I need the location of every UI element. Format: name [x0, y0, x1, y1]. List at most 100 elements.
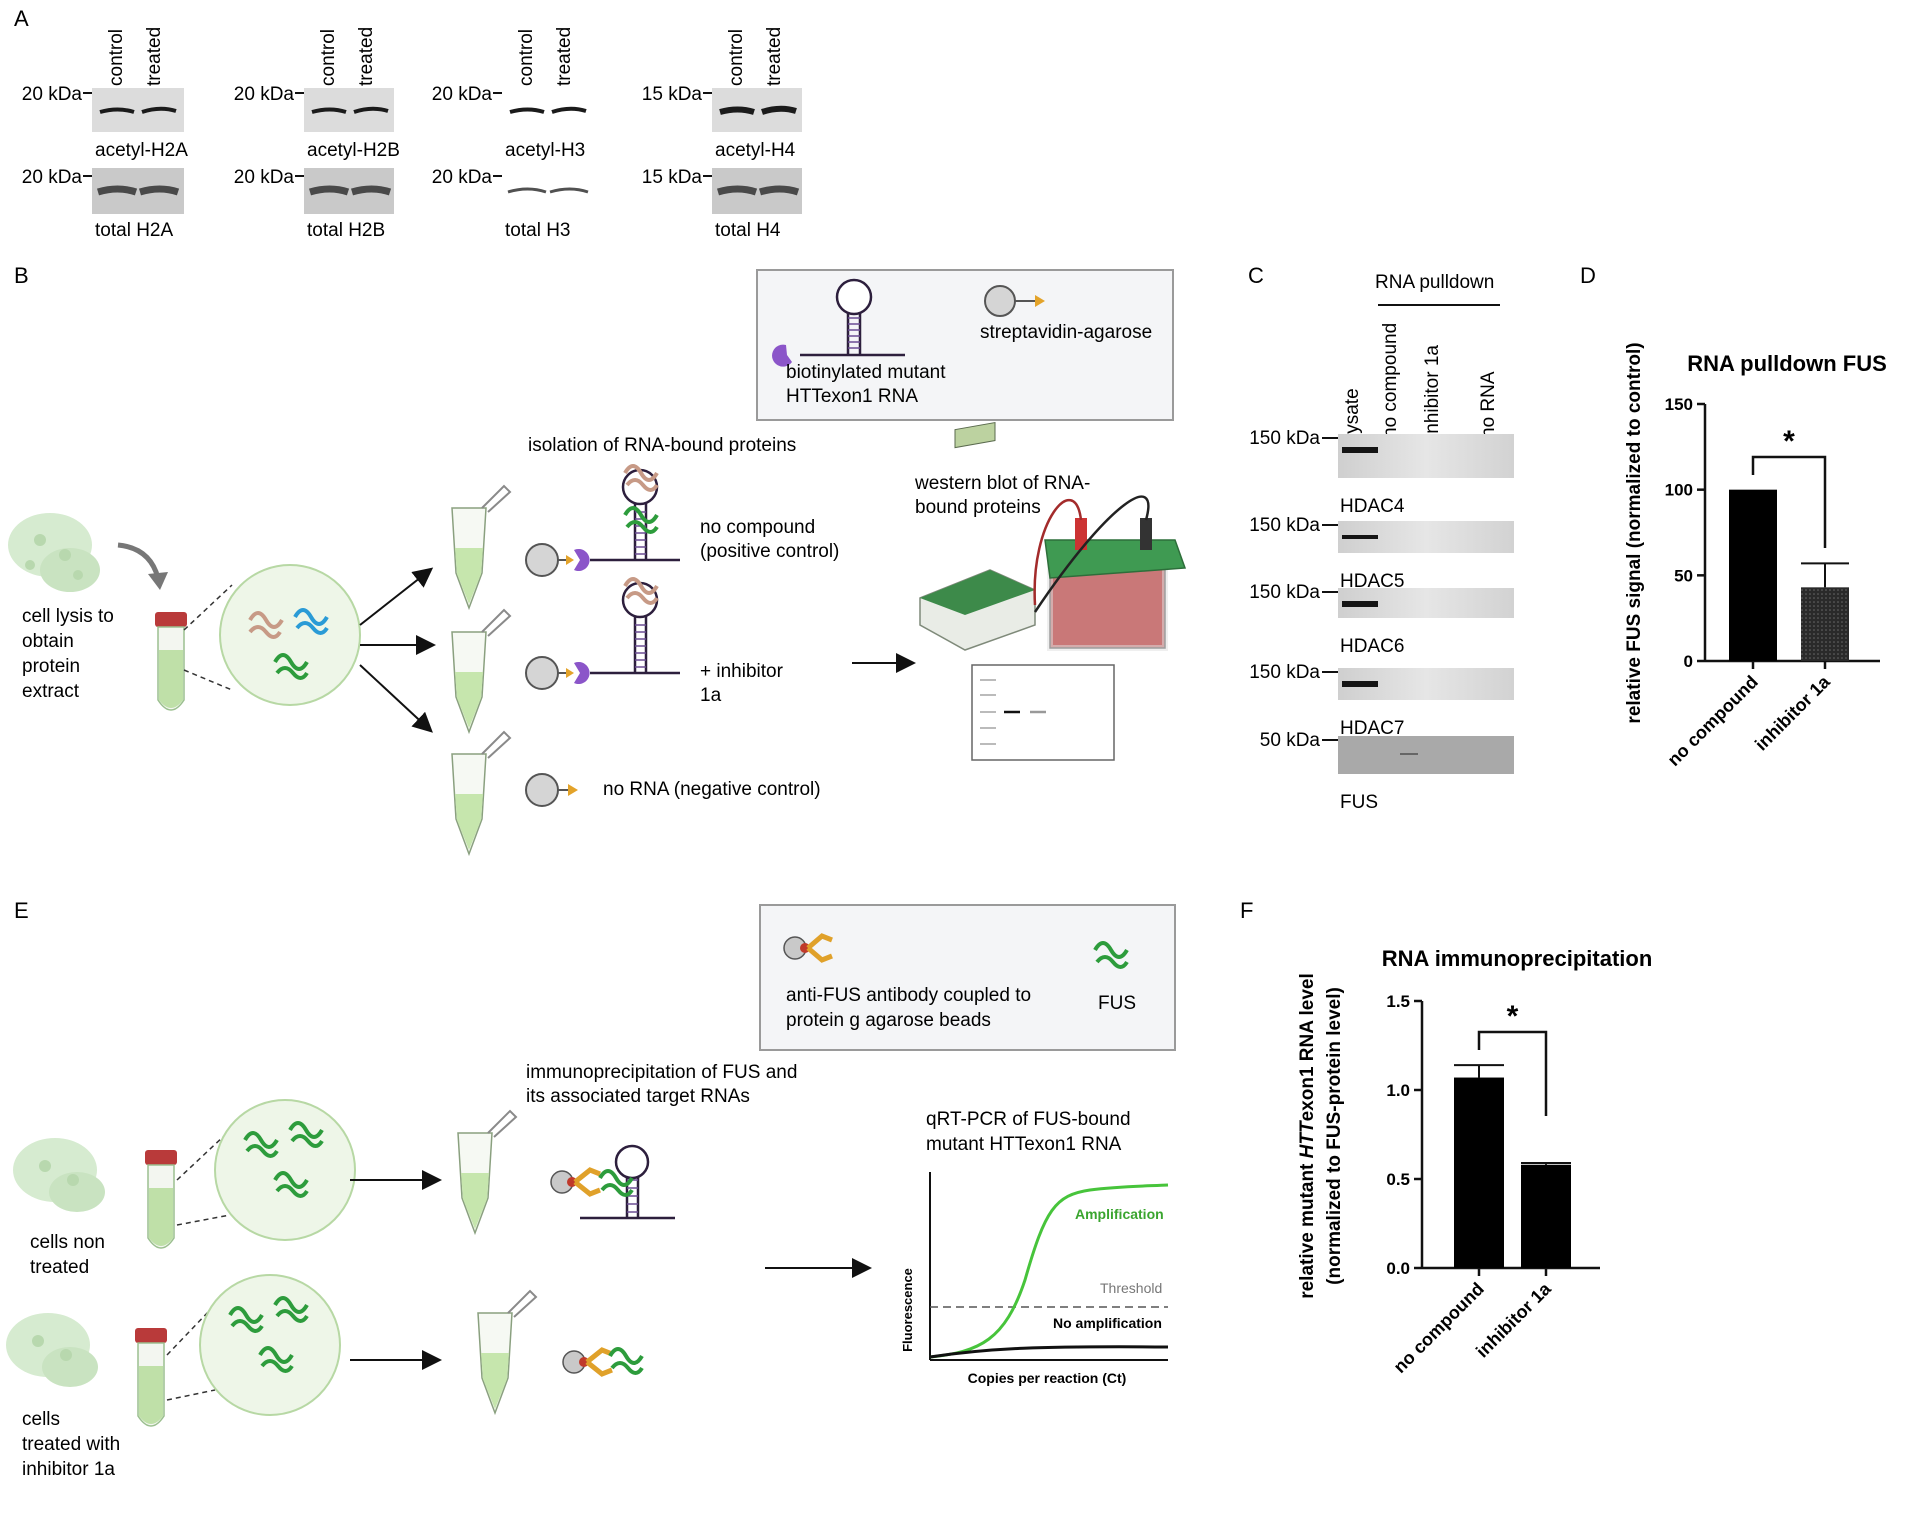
lane-1: no compound — [1380, 323, 1401, 438]
blot-a2-mw-top: 20 kDa — [234, 84, 295, 105]
blot-a3-bottom-bands — [507, 187, 589, 194]
cells1-text-1: cells non — [30, 1232, 105, 1253]
cell-cluster-e-1 — [13, 1138, 105, 1212]
ylabel-part-2: exon1 RNA level — [1297, 973, 1318, 1121]
blot-a4-mw-top: 15 kDa — [642, 84, 703, 105]
blot-a3-mw-top: 20 kDa — [432, 84, 493, 105]
lysis-text-4: extract — [22, 681, 80, 702]
chart-f-ylabel: relative mutant HTTexon1 RNA level — [1297, 973, 1318, 1299]
falcon-tube-icon — [155, 612, 187, 711]
blot-c2-mw: 150 kDa — [1249, 515, 1320, 536]
bar-0 — [1454, 1077, 1504, 1268]
blot-a2-top-bands — [311, 106, 389, 114]
blot-a4-label-top: acetyl-H4 — [715, 140, 796, 161]
cells2-text-1: cells — [22, 1409, 60, 1430]
lysis-text-2: obtain — [22, 631, 74, 652]
panel-e-cell-schematics — [6, 1099, 675, 1427]
x-tick-label-0: no compound — [1664, 672, 1762, 770]
blot-c1-mw: 150 kDa — [1249, 428, 1320, 449]
cond2-text-1: + inhibitor — [700, 661, 784, 682]
blot-c1-membrane — [1338, 434, 1514, 478]
no-amplification-curve — [929, 1345, 1169, 1359]
panel-letter-c: C — [1248, 263, 1264, 288]
bar-0 — [1729, 489, 1777, 661]
significance-bracket — [1477, 1030, 1548, 1116]
y-tick-label: 150 — [1665, 395, 1693, 414]
fus-zoom-circle-2 — [166, 1274, 341, 1416]
branch-arrow-3 — [359, 664, 433, 733]
blot-a3-top-bands — [509, 106, 587, 114]
lysate-zoom-circle — [219, 564, 361, 706]
panel-letter-e: E — [14, 898, 29, 923]
blot-a4-top-bands — [719, 105, 797, 115]
lysate-protein-icons — [248, 608, 329, 680]
ylabel-part-italic: HTT — [1297, 1120, 1318, 1158]
tube-e-2 — [477, 1289, 538, 1416]
bar-1 — [1801, 587, 1849, 661]
blot-a4-mw-bottom: 15 kDa — [642, 167, 703, 188]
ip-title-2: its associated target RNAs — [526, 1086, 750, 1107]
blot-a2-lane-treated: treated — [356, 27, 377, 86]
falcon-tube-e-2 — [135, 1328, 167, 1427]
chart-f-ylabel-2: (normalized to FUS-protein level) — [1324, 987, 1345, 1285]
blot-c5-name: FUS — [1340, 792, 1378, 813]
blot-ladder — [980, 679, 996, 745]
qpcr-threshold-label: Threshold — [1100, 1280, 1162, 1296]
panel-letter-b: B — [14, 263, 29, 288]
y-tick-label: 0.0 — [1386, 1259, 1410, 1278]
chart-title: RNA immunoprecipitation — [1382, 946, 1653, 971]
blot-a3-lane-treated: treated — [554, 27, 575, 86]
ip-complex-1 — [550, 1144, 675, 1220]
cond2-text-2: 1a — [700, 685, 722, 706]
ip-title-1: immunoprecipitation of FUS and — [526, 1062, 797, 1083]
electrophoresis-apparatus-icon — [919, 421, 1187, 651]
blot-a4-label-bottom: total H4 — [715, 220, 781, 241]
chart-title: RNA pulldown FUS — [1687, 351, 1887, 376]
biotinylated-rna-icon — [772, 278, 905, 367]
tube-b-2 — [451, 608, 512, 735]
blot-a4-lane-treated: treated — [764, 27, 785, 86]
qpcr-xlabel: Copies per reaction (Ct) — [968, 1370, 1127, 1386]
wb-title-2: bound proteins — [915, 497, 1041, 518]
legend-ab-label-2: protein g agarose beads — [786, 1010, 991, 1031]
legend-rna-label-2: HTTexon1 RNA — [786, 386, 918, 407]
blot-a4-bottom-bands — [716, 185, 800, 196]
blot-c5-mw: 50 kDa — [1260, 730, 1321, 751]
qpcr-amplification-plot — [929, 1172, 1169, 1361]
legend-fus-label: FUS — [1098, 993, 1136, 1014]
streptavidin-bead-icon — [984, 285, 1045, 317]
lane-3: no RNA — [1478, 371, 1499, 438]
blot-c4-name: HDAC7 — [1340, 718, 1404, 739]
blot-a1-top-bands — [99, 106, 177, 114]
tube-b-3 — [451, 730, 512, 857]
blot-c1-name: HDAC4 — [1340, 496, 1405, 517]
blot-c2-name: HDAC5 — [1340, 571, 1404, 592]
blot-a1-mw-bottom: 20 kDa — [22, 167, 83, 188]
lane-2: inhibitor 1a — [1422, 345, 1443, 438]
significance-star: * — [1507, 1000, 1519, 1033]
cells2-text-3: inhibitor 1a — [22, 1459, 115, 1480]
cell-cluster-e-2 — [6, 1313, 98, 1387]
qpcr-noamp-label: No amplification — [1053, 1315, 1162, 1331]
y-tick-label: 50 — [1674, 566, 1693, 585]
legend-ab-label-1: anti-FUS antibody coupled to — [786, 985, 1031, 1006]
tube-e-1 — [457, 1109, 518, 1236]
lysis-arrowhead — [148, 572, 168, 590]
y-tick-label: 0 — [1684, 652, 1693, 671]
y-tick-label: 1.5 — [1386, 992, 1410, 1011]
tube-b-1 — [451, 484, 512, 611]
blot-a3-label-top: acetyl-H3 — [505, 140, 585, 161]
blot-a2-mw-bottom: 20 kDa — [234, 167, 295, 188]
zoom-line-1 — [183, 584, 233, 631]
blot-c3-name: HDAC6 — [1340, 636, 1404, 657]
wb-title-1: western blot of RNA- — [914, 473, 1090, 494]
blot-a1-label-top: acetyl-H2A — [95, 140, 188, 161]
ip-complex-2 — [562, 1347, 644, 1377]
complex-3 — [525, 773, 578, 807]
complex-2 — [525, 577, 680, 690]
